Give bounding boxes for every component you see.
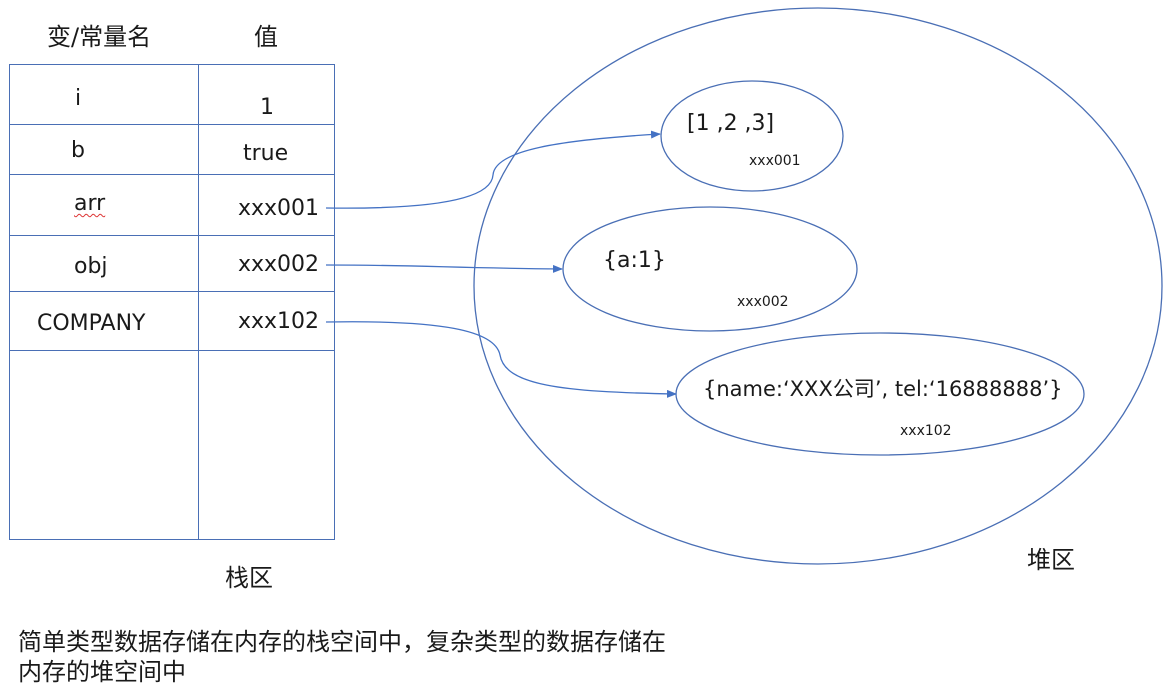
heap-area-label: 堆区 <box>1027 546 1075 574</box>
stack-row-company-value: xxx102 <box>238 309 320 334</box>
stack-row-arr-value: xxx001 <box>238 196 320 221</box>
heap-object-company-value: {name:‘XXX公司’, tel:‘16888888’} <box>703 377 1063 401</box>
stack-row-obj-value: xxx002 <box>238 252 320 277</box>
arrow-company-to-object <box>325 321 677 398</box>
name-column-header: 变/常量名 <box>47 23 152 51</box>
stack-row-arr-name: arr <box>74 191 106 216</box>
stack-row-i-value: 1 <box>260 95 274 120</box>
heap-object-obj-address: xxx002 <box>737 294 789 310</box>
column-divider <box>198 65 199 539</box>
heap-object-obj-value: {a:1} <box>603 248 666 273</box>
row-divider <box>10 291 334 292</box>
arrow-obj-to-object <box>325 264 563 273</box>
row-divider <box>10 235 334 236</box>
stack-row-company-name: COMPANY <box>37 311 146 336</box>
heap-object-obj-ellipse <box>562 206 858 332</box>
heap-object-array-address: xxx001 <box>749 153 801 169</box>
stack-row-b-name: b <box>71 138 85 163</box>
row-divider <box>10 174 334 175</box>
arrow-arr-to-array <box>325 130 661 209</box>
stack-row-b-value: true <box>243 141 289 166</box>
row-divider <box>10 350 334 351</box>
row-divider <box>10 124 334 125</box>
explanation-note: 简单类型数据存储在内存的栈空间中，复杂类型的数据存储在内存的堆空间中 <box>18 628 666 686</box>
stack-table <box>9 64 335 540</box>
heap-object-array-value: [1 ,2 ,3] <box>687 111 775 136</box>
stack-row-i-name: i <box>75 86 82 111</box>
value-column-header: 值 <box>254 23 278 51</box>
heap-area-ellipse <box>473 7 1163 565</box>
stack-row-obj-name: obj <box>74 254 108 279</box>
stack-area-label: 栈区 <box>225 564 273 592</box>
heap-object-company-address: xxx102 <box>900 423 952 439</box>
heap-object-array-ellipse <box>660 80 844 192</box>
